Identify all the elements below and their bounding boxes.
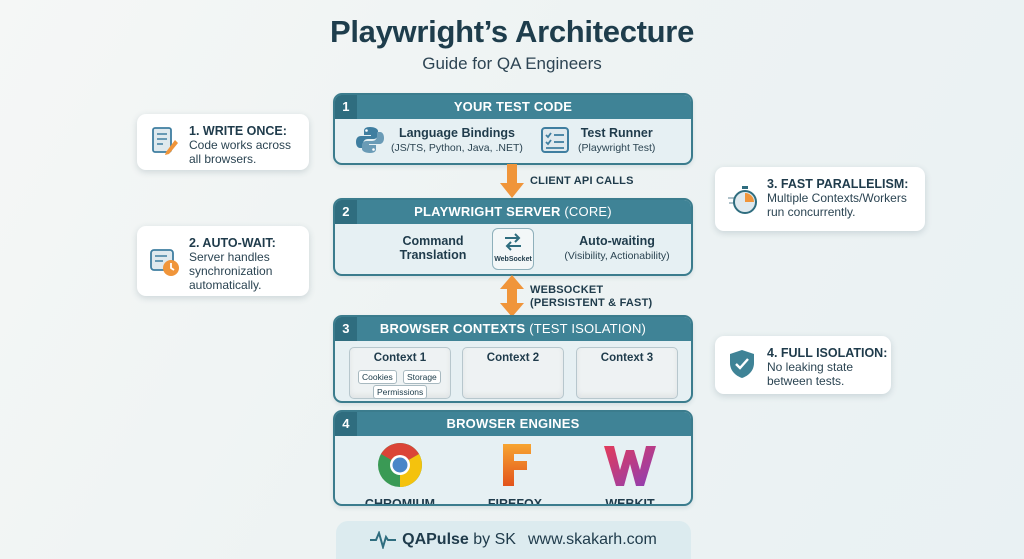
context-title: Context 2: [486, 352, 540, 364]
test-runner: Test Runner (Playwright Test): [540, 125, 655, 155]
layer-title-suffix: (TEST ISOLATION): [525, 321, 647, 336]
engine-label: CHROMIUM: [364, 497, 436, 506]
callout-title: 3. FAST PARALLELISM:: [767, 177, 909, 191]
site-link[interactable]: www.skakarh.com: [527, 531, 657, 548]
context-title: Context 3: [600, 352, 654, 364]
cookies-chip: Cookies: [358, 370, 397, 384]
websocket-label-line-2: (PERSISTENT & FAST): [530, 297, 653, 309]
command-translation: Command Translation: [383, 234, 483, 262]
layer-title: PLAYWRIGHT SERVER: [414, 204, 561, 219]
binding-title: Language Bindings: [398, 126, 515, 140]
callout-line: between tests.: [767, 374, 845, 388]
layer-number: 3: [335, 317, 357, 341]
auto-waiting-title: Auto-waiting: [579, 234, 655, 248]
engine-label: WEBKIT: [605, 497, 655, 506]
brand-by: by SK: [468, 531, 516, 548]
client-api-label: CLIENT API CALLS: [530, 175, 634, 187]
context-title: Context 1: [373, 352, 427, 364]
layer-browser-contexts: 3 BROWSER CONTEXTS (TEST ISOLATION) Cont…: [333, 315, 693, 403]
page-subtitle: Guide for QA Engineers: [422, 54, 602, 73]
callout-line: run concurrently.: [767, 205, 856, 219]
layer-number: 4: [335, 412, 357, 436]
callout-title: 2. AUTO-WAIT:: [189, 236, 276, 250]
layer-browser-engines: 4 BROWSER ENGINES CHROMIUM FIREFOX: [333, 410, 693, 506]
engine-firefox: FIREFOX: [460, 442, 570, 506]
storage-chip: Storage: [403, 370, 441, 384]
engine-chromium: CHROMIUM: [345, 442, 455, 506]
command-line-2: Translation: [399, 248, 467, 262]
down-arrow-icon: [500, 164, 524, 198]
chromium-logo-icon: [378, 443, 422, 487]
callout-auto-wait: 2. AUTO-WAIT: Server handles synchroniza…: [137, 226, 309, 296]
websocket-label-line-1: WEBSOCKET: [530, 284, 604, 296]
webkit-logo-icon: [604, 446, 656, 486]
layer-title: YOUR TEST CODE: [453, 99, 573, 114]
callout-fast-parallelism: 3. FAST PARALLELISM: Multiple Contexts/W…: [715, 167, 925, 231]
websocket-box-label: WebSocket: [494, 256, 532, 263]
layer-number: 1: [335, 95, 357, 119]
callout-title: 1. WRITE ONCE:: [189, 124, 287, 138]
layer-header: 3 BROWSER CONTEXTS (TEST ISOLATION): [335, 317, 691, 341]
runner-sub: (Playwright Test): [578, 142, 656, 154]
document-edit-icon: [152, 127, 178, 155]
layer-title: BROWSER CONTEXTS: [379, 321, 526, 336]
layer-header: 4 BROWSER ENGINES: [335, 412, 691, 436]
callout-line: Multiple Contexts/Workers: [767, 191, 907, 205]
layer-title: BROWSER ENGINES: [446, 416, 580, 431]
permissions-chip: Permissions: [373, 385, 428, 399]
callout-line: all browsers.: [189, 152, 257, 166]
timer-clock-icon: [150, 249, 179, 276]
footer-brand: QAPulse by SK www.skakarh.com: [336, 521, 691, 559]
layer-header: 2 PLAYWRIGHT SERVER (CORE): [335, 200, 691, 224]
engine-webkit: WEBKIT: [575, 442, 685, 506]
callout-line: No leaking state: [767, 360, 854, 374]
engine-label: FIREFOX: [487, 497, 543, 506]
auto-waiting: Auto-waiting (Visibility, Actionability): [547, 234, 687, 262]
callout-line: Server handles: [189, 250, 270, 264]
callout-line: Code works across: [189, 138, 292, 152]
binding-sub: (JS/TS, Python, Java, .NET): [391, 142, 523, 154]
layer-playwright-server: 2 PLAYWRIGHT SERVER (CORE) Command Trans…: [333, 198, 693, 276]
python-icon: [356, 127, 384, 153]
layer-header: 1 YOUR TEST CODE: [335, 95, 691, 119]
websocket-box: WebSocket: [492, 228, 534, 270]
context-card: Context 3: [576, 347, 678, 399]
callout-title: 4. FULL ISOLATION:: [767, 346, 888, 360]
firefox-logo-icon: [503, 444, 531, 486]
callout-full-isolation: 4. FULL ISOLATION: No leaking state betw…: [715, 336, 891, 394]
callout-line: synchronization: [189, 264, 273, 278]
swap-arrows-icon: [505, 233, 521, 251]
context-card: Context 2: [462, 347, 564, 399]
callout-write-once: 1. WRITE ONCE: Code works across all bro…: [137, 114, 309, 170]
runner-title: Test Runner: [580, 126, 653, 140]
layer-number: 2: [335, 200, 357, 224]
auto-waiting-sub: (Visibility, Actionability): [564, 250, 670, 262]
layer-test-code: 1 YOUR TEST CODE Language Bindings (JS/T…: [333, 93, 693, 165]
callout-line: automatically.: [189, 278, 262, 292]
pulse-icon: [370, 531, 397, 549]
context-card: Context 1 Cookies Storage Permissions: [349, 347, 451, 399]
stopwatch-icon: [728, 186, 757, 214]
shield-check-icon: [730, 350, 754, 378]
command-line-1: Command: [402, 234, 464, 248]
double-arrow-icon: [500, 275, 524, 317]
language-bindings: Language Bindings (JS/TS, Python, Java, …: [355, 125, 523, 155]
layer-title-suffix: (CORE): [560, 204, 612, 219]
brand-name: QAPulse: [402, 531, 469, 548]
page-title: Playwright’s Architecture: [329, 14, 695, 49]
checklist-icon: [541, 127, 569, 153]
websocket-label: WEBSOCKET (PERSISTENT & FAST): [530, 284, 652, 310]
